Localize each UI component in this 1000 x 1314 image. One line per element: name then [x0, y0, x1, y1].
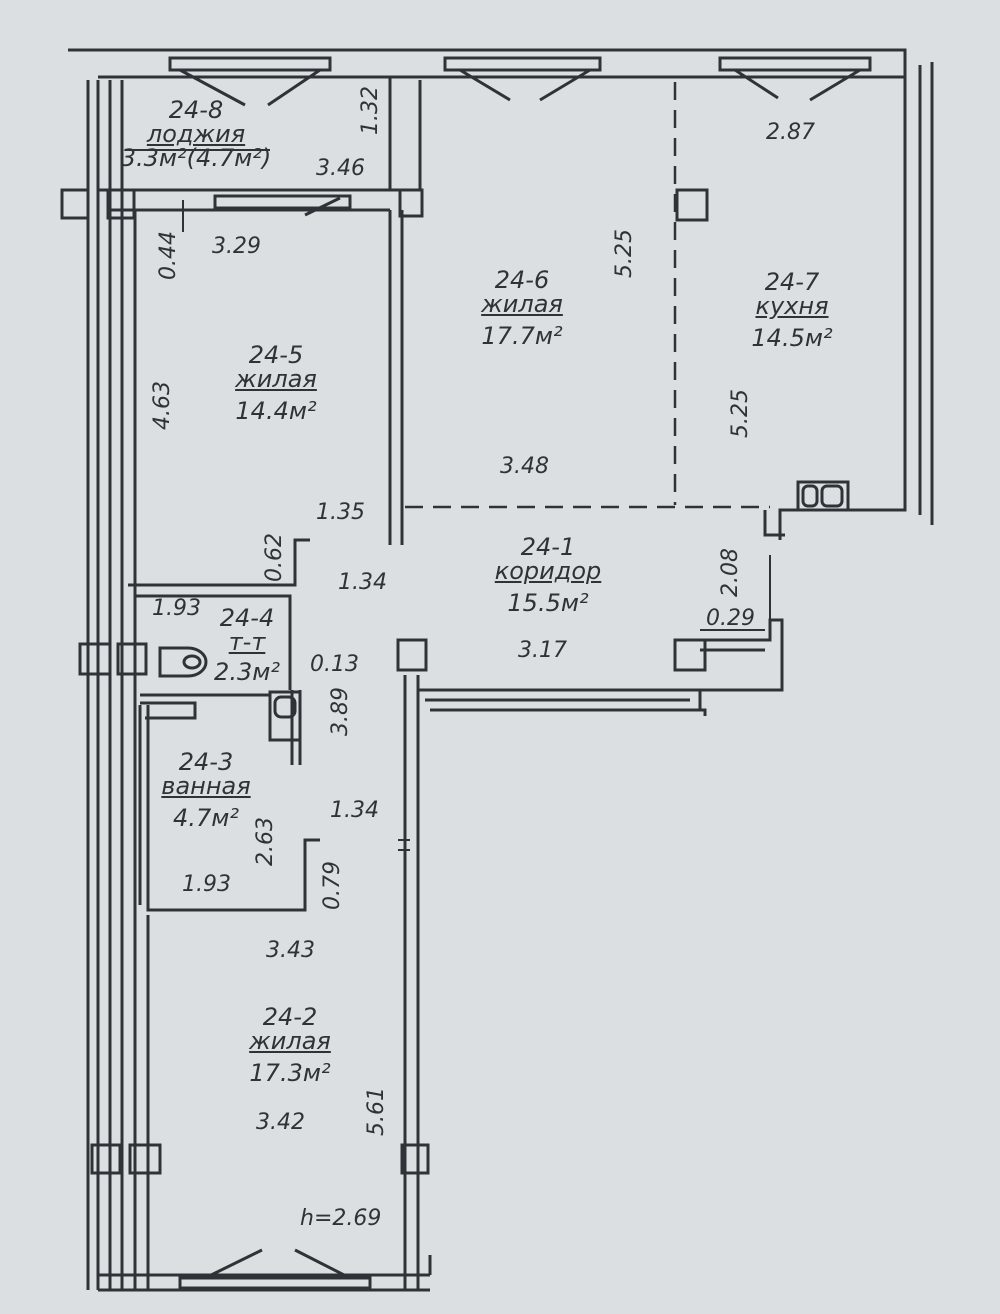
corridor-wall-right	[418, 688, 707, 716]
dim-0-13: 0.13	[310, 652, 359, 677]
room-24-1-label: 24-1 коридор 15.5м²	[495, 535, 602, 615]
column	[90, 1143, 122, 1175]
room-24-7-label: 24-7 кухня 14.5м²	[751, 270, 832, 350]
kitchen-jog	[700, 510, 785, 692]
dim-0-29: 0.29	[706, 606, 755, 631]
dim-1-34-bath: 1.34	[330, 798, 379, 823]
dim-1-35: 1.35	[316, 500, 365, 525]
room-name: жилая	[249, 1027, 331, 1055]
dim-4-63: 4.63	[150, 381, 175, 430]
column	[128, 1143, 162, 1175]
column	[78, 642, 112, 676]
room-24-6-label: 24-6 жилая 17.7м²	[481, 268, 563, 348]
dim-3-46: 3.46	[316, 156, 365, 181]
room-name: лоджия	[146, 120, 246, 148]
dim-2-63: 2.63	[253, 817, 278, 866]
outer-wall-left	[86, 80, 124, 1290]
outer-wall-bottom	[98, 1255, 432, 1292]
room-24-2-label: 24-2 жилая 17.3м²	[249, 1005, 331, 1085]
outer-wall-left-inner	[133, 210, 150, 1290]
room-24-8-label: 24-8 лоджия 3.3м²(4.7м²)	[121, 98, 272, 170]
partition-245-244	[128, 538, 310, 587]
room-code: 24-7	[764, 268, 820, 296]
toilet-fixture	[158, 646, 208, 678]
room-24-3-label: 24-3 ванная 4.7м²	[161, 750, 250, 830]
room-name: кухня	[755, 292, 829, 320]
window-frame-top	[168, 56, 872, 72]
column	[60, 188, 90, 220]
room-code: 24-5	[248, 341, 304, 369]
dim-1-32: 1.32	[358, 86, 383, 135]
partition-245-246	[388, 210, 404, 545]
dim-0-44: 0.44	[156, 231, 181, 280]
column	[400, 1143, 430, 1175]
room-area: 17.3м²	[249, 1059, 331, 1087]
dim-0-62: 0.62	[262, 533, 287, 582]
room-name: жилая	[235, 365, 317, 393]
loggia-door	[213, 194, 352, 217]
room-area: 17.7м²	[481, 322, 563, 350]
bath-walls	[138, 705, 320, 912]
window-swing	[179, 68, 861, 107]
room-area: 3.3м²(4.7м²)	[120, 144, 272, 172]
room-24-4-label: 24-4 т-т 2.3м²	[214, 606, 280, 684]
dim-3-89: 3.89	[328, 687, 353, 736]
dim-3-48: 3.48	[500, 454, 549, 479]
room-code: 24-8	[168, 96, 224, 124]
room-code: 24-6	[494, 266, 550, 294]
sink-fixture	[268, 690, 302, 742]
column	[106, 188, 136, 220]
room-name: коридор	[494, 557, 602, 585]
dimension-line	[398, 839, 410, 851]
corridor-wall-left	[403, 675, 420, 1290]
dim-0-79: 0.79	[320, 861, 345, 910]
dim-2-08: 2.08	[718, 548, 743, 597]
room-code: 24-4	[219, 604, 275, 632]
column	[396, 638, 428, 672]
room-area: 14.5м²	[751, 324, 833, 352]
room-24-5-label: 24-5 жилая 14.4м²	[235, 343, 317, 423]
stove-fixture	[796, 480, 850, 512]
column	[675, 188, 709, 222]
room-area: 14.4м²	[235, 397, 317, 425]
room-area: 15.5м²	[507, 589, 589, 617]
dim-3-43: 3.43	[266, 938, 315, 963]
room-code: 24-1	[520, 533, 576, 561]
dim-3-29: 3.29	[212, 234, 261, 259]
window-frame-bottom	[178, 1276, 372, 1290]
dim-1-93-toilet: 1.93	[152, 596, 201, 621]
room-area: 2.3м²	[214, 658, 280, 686]
dim-3-17: 3.17	[518, 638, 567, 663]
column	[116, 642, 148, 676]
dim-5-25-kitchen: 5.25	[728, 389, 753, 438]
column	[398, 188, 424, 218]
room-name: т-т	[228, 628, 266, 656]
room-name: жилая	[481, 290, 563, 318]
room-area: 4.7м²	[173, 804, 239, 832]
room-code: 24-2	[262, 1003, 318, 1031]
dim-5-25-living: 5.25	[612, 229, 637, 278]
loggia-bottom-wall	[98, 188, 390, 212]
column	[673, 638, 707, 672]
ceiling-height: h=2.69	[300, 1206, 382, 1231]
dim-2-87: 2.87	[766, 120, 815, 145]
loggia-right-wall	[388, 77, 422, 192]
dim-1-34-corridor: 1.34	[338, 570, 387, 595]
dim-5-61: 5.61	[364, 1087, 389, 1136]
dim-1-93-bath: 1.93	[182, 872, 231, 897]
room-code: 24-3	[178, 748, 234, 776]
room-name: ванная	[161, 772, 251, 800]
outer-wall-top	[68, 48, 907, 77]
dim-3-42: 3.42	[256, 1110, 305, 1135]
window-swing	[204, 1248, 351, 1280]
